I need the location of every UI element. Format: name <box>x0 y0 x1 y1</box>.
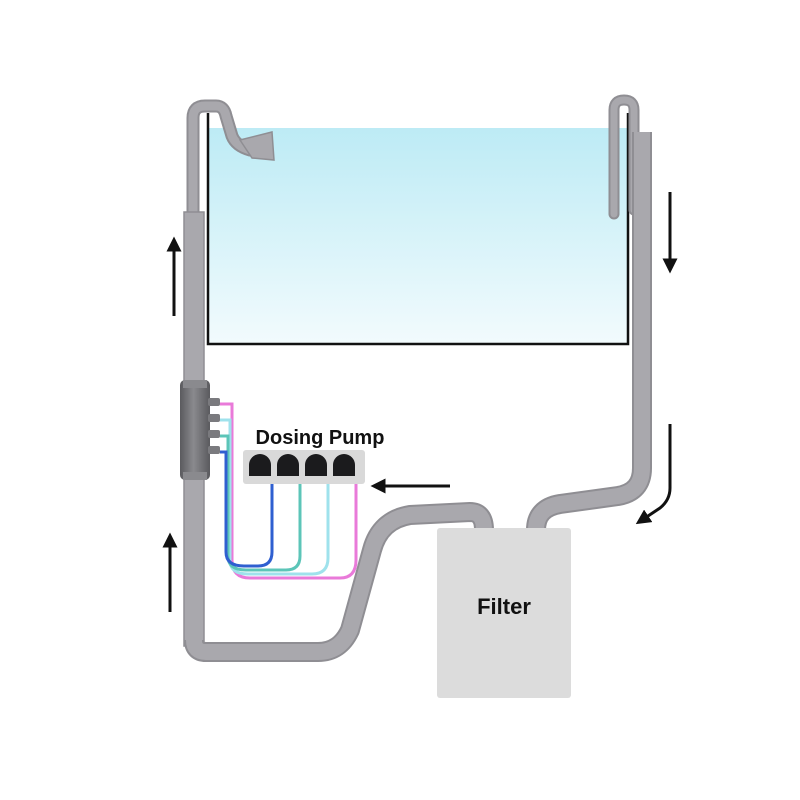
tube-blue <box>220 450 274 568</box>
pump-head-1 <box>249 454 271 476</box>
flow-arrows <box>162 192 678 612</box>
tank-outline <box>206 113 630 346</box>
drain-pipe <box>526 94 652 531</box>
tank-water <box>208 128 628 344</box>
pump-head-3 <box>305 454 327 476</box>
return-nozzle <box>238 131 275 161</box>
drain-to-filter-arrow <box>635 424 672 525</box>
dosing-manifold <box>180 380 220 480</box>
dosing-pump-label: Dosing Pump <box>256 427 385 449</box>
pump-head-2 <box>277 454 299 476</box>
filter-box <box>437 528 571 698</box>
dosing-pump: Dosing Pump <box>243 427 384 484</box>
filter-label: Filter <box>477 594 531 619</box>
dosing-tubes <box>220 402 358 580</box>
pump-head-4 <box>333 454 355 476</box>
